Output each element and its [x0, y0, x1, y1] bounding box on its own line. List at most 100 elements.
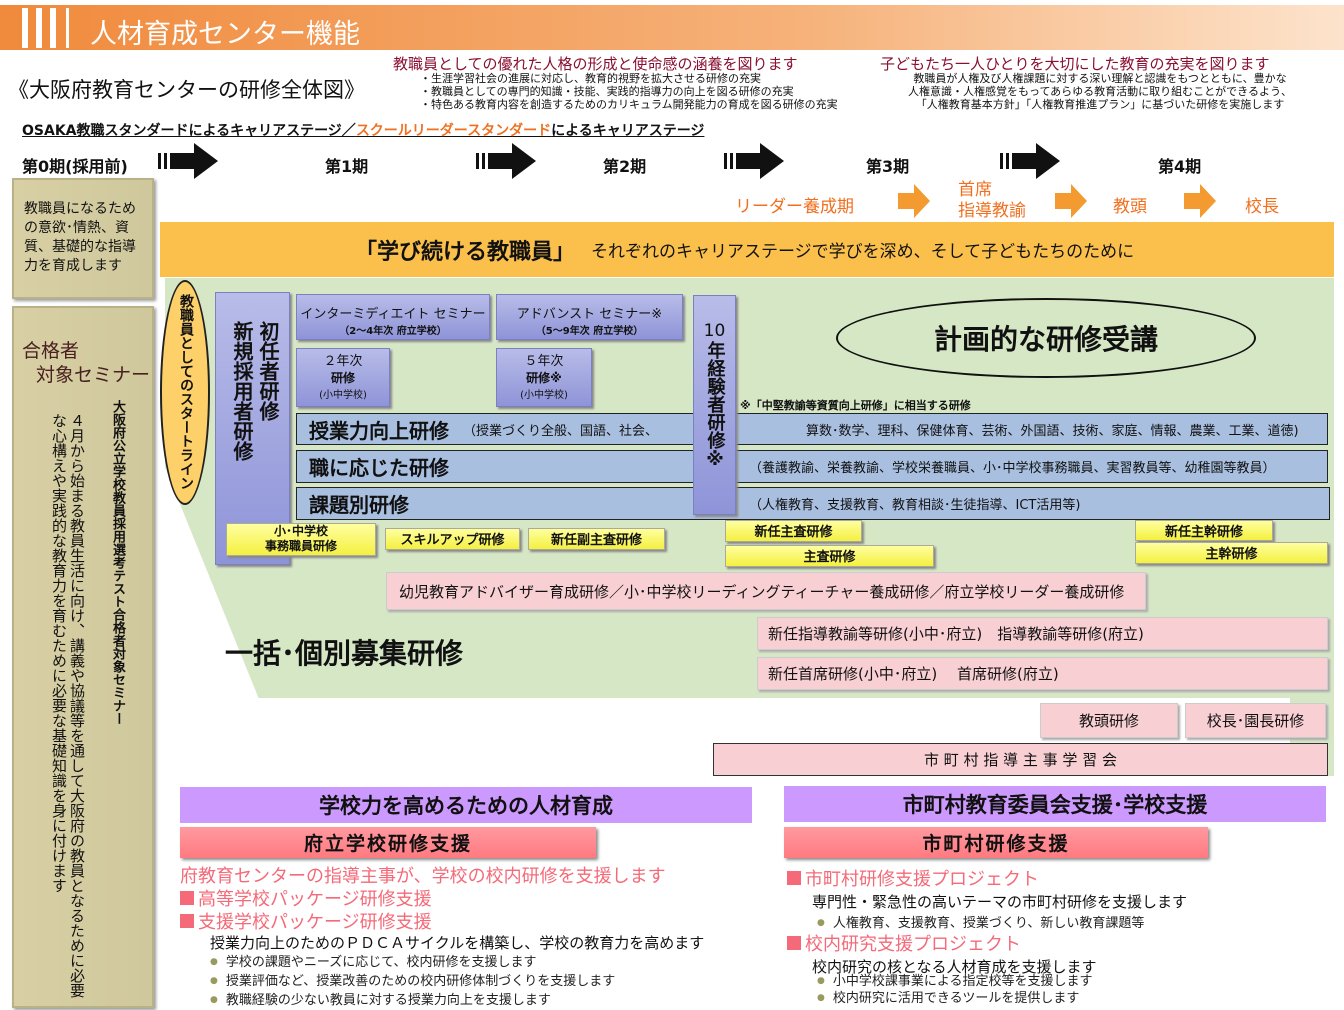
bullet-item: 校内研究に活用できるツールを提供します — [817, 990, 1092, 1007]
square-bullet-icon — [787, 936, 801, 950]
banner-sub: それぞれのキャリアステージで学びを深め、そして子どもたちのために — [591, 242, 1135, 262]
shoninsha-label: 初任者研修 — [256, 321, 280, 421]
year10-training[interactable]: 10 年経験者研修※ — [693, 295, 736, 515]
left-support-item: 支援学校パッケージ研修支援 — [180, 908, 432, 934]
right-support-desc: 校内研究の核となる人材育成を支援します — [812, 958, 1097, 976]
footnote: ※「中堅教諭等資質向上研修」に相当する研修 — [740, 399, 971, 412]
left-support-header: 学校力を高めるための人材育成 — [180, 787, 752, 823]
seminar-box: 合格者 対象セミナー 大阪府公立学校教員採用選考テスト合格者対象セミナー ４月か… — [12, 306, 154, 1008]
stage-0: 第0期(採用前) — [22, 157, 128, 176]
seminar-name: インターミディエイト セミナー — [300, 307, 486, 322]
career-stage-line: OSAKA教職スタンダードによるキャリアステージ／スクールリーダースタンダードに… — [22, 120, 704, 140]
shoninsha-training[interactable]: 初任者研修 新規採用者研修 — [215, 292, 290, 565]
item-label: 高等学校パッケージ研修支援 — [198, 889, 432, 910]
furitsu-support-button[interactable]: 府立学校研修支援 — [180, 827, 596, 858]
goal-left-title: 教職員としての優れた人格の形成と使命感の涵養を図ります — [393, 55, 798, 73]
shichoson-meeting[interactable]: 市 町 村 指 導 主 事 学 習 会 — [713, 743, 1328, 776]
label: (小中学校) — [319, 390, 367, 401]
fukushusa-training[interactable]: 新任副主査研修 — [528, 528, 665, 550]
shuseki-training[interactable]: 新任首席研修(小中･府立) 首席研修(府立) — [757, 657, 1328, 690]
header-stripe — [36, 8, 42, 48]
label: 研修※ — [526, 371, 562, 385]
header-stripe — [66, 8, 69, 48]
right-support-header: 市町村教育委員会支援･学校支援 — [784, 786, 1326, 822]
item-label: 校内研究支援プロジェクト — [805, 934, 1021, 955]
advanced-seminar[interactable]: アドバンスト セミナー※ （5～9年次 府立学校） — [496, 294, 683, 340]
shinnin-shukan-training[interactable]: 新任主幹研修 — [1135, 520, 1273, 541]
shinnin-shusa-training[interactable]: 新任主査研修 — [725, 520, 862, 542]
goal-right-line: 教職員が人権及び人権課題に対する深い理解と認識をもつとともに、豊かな — [913, 72, 1287, 85]
row-detail: （養護教諭、栄養教諭、学校栄養職員、小･中学校事務職員、実習教員等、幼稚園等教員… — [749, 461, 1276, 476]
leader-stage: リーダー養成期 — [735, 197, 854, 217]
page-title: 人材育成センター機能 — [90, 19, 360, 50]
row-detail: （人権教育、支援教育、教育相談･生徒指導、ICT活用等) — [749, 498, 1081, 513]
stage-3: 第3期 — [866, 157, 910, 176]
row-detail: 算数･数学、理科、保健体育、芸術、外国語、技術、家庭、情報、農業、工業、道徳) — [806, 423, 1299, 439]
bullet-item: 人権教育、支援教育、授業づくり、新しい教育課題等 — [817, 912, 1144, 931]
row-jugyoryoku[interactable]: 授業力向上研修 （授業づくり全般、国語、社会、 算数･数学、理科、保健体育、芸術… — [296, 413, 1328, 445]
row-title: 課題別研修 — [309, 493, 409, 517]
row-title: 職に応じた研修 — [309, 456, 449, 480]
right-support-item: 校内研究支援プロジェクト — [787, 930, 1021, 956]
intermediate-seminar[interactable]: インターミディエイト セミナー （2～4年次 府立学校） — [296, 294, 490, 340]
square-bullet-icon — [180, 914, 194, 928]
stage-2: 第2期 — [603, 157, 647, 176]
shichoson-support-button[interactable]: 市町村研修支援 — [784, 827, 1208, 858]
stage-arrow-icon — [476, 143, 536, 179]
left-support-item: 高等学校パッケージ研修支援 — [180, 885, 432, 911]
seminar-title: 対象セミナー — [36, 364, 151, 386]
page-subtitle: 《大阪府教育センターの研修全体図》 — [8, 78, 365, 102]
stage-arrow-icon — [724, 143, 784, 179]
start-line-oval: 教職員としてのスタートライン — [160, 280, 210, 505]
shido-kyoyu-training[interactable]: 新任指導教諭等研修(小中･府立) 指導教諭等研修(府立) — [757, 617, 1328, 650]
start-line-text: 教職員としてのスタートライン — [178, 294, 194, 490]
label: 年経験者研修※ — [704, 341, 726, 470]
career-part: OSAKA教職スタンダードによるキャリアステージ／ — [22, 123, 356, 139]
header-stripe — [22, 8, 28, 48]
kyoto-training[interactable]: 教頭研修 — [1040, 703, 1178, 738]
square-bullet-icon — [787, 871, 801, 885]
goal-left-item: ・生涯学習社会の進展に対応し、教育的視野を拡大させる研修の充実 — [420, 72, 761, 85]
item-label: 支援学校パッケージ研修支援 — [198, 912, 432, 933]
goal-right-line: 「人権教育基本方針」「人権教育推進プラン」に基づいた研修を実施します — [915, 98, 1285, 111]
leader-training[interactable]: 幼児教育アドバイザー育成研修／小･中学校リーディングティーチャー養成研修／府立学… — [386, 572, 1146, 610]
pre-hire-box: 教職員になるための意欲･情熱、資質、基礎的な指導力を育成します — [12, 178, 154, 299]
stage-arrow-icon — [1000, 143, 1060, 179]
stage-1: 第1期 — [325, 157, 369, 176]
row-kadaibetsu[interactable]: 課題別研修 （人権教育、支援教育、教育相談･生徒指導、ICT活用等) — [296, 487, 1330, 520]
left-support-lead: 府教育センターの指導主事が、学校の校内研修を支援します — [180, 866, 666, 887]
seminar-sub: （2～4年次 府立学校） — [339, 326, 447, 337]
kocho-training[interactable]: 校長･園長研修 — [1185, 703, 1326, 738]
label: ５年次 — [524, 354, 564, 369]
career-part: によるキャリアステージ — [551, 123, 705, 139]
shusa-training[interactable]: 主査研修 — [725, 545, 934, 567]
year5-training[interactable]: ５年次 研修※ (小中学校) — [496, 348, 592, 407]
stage-4: 第4期 — [1158, 157, 1202, 176]
goal-right-title: 子どもたち一人ひとりを大切にした教育の充実を図ります — [880, 55, 1270, 73]
leader-stage: 教頭 — [1113, 197, 1147, 217]
jimu-training[interactable]: 小･中学校 事務職員研修 — [226, 523, 376, 556]
seminar-description: ４月から始まる教員生活に向け、講義や協議等を通して大阪府の教員となるために必要な… — [50, 413, 86, 998]
goal-right-line: 人権意識・人権感覚をもってあらゆる教育活動に取り組むことができるよう、 — [908, 85, 1292, 98]
goal-left-item: ・教職員としての専門的知識・技能、実践的指導力の向上を図る研修の充実 — [420, 85, 794, 98]
seminar-name: アドバンスト セミナー※ — [516, 307, 663, 322]
leader-stage: 校長 — [1245, 197, 1279, 217]
header-stripe — [50, 8, 56, 48]
label: 研修 — [330, 371, 355, 385]
shukan-training[interactable]: 主幹研修 — [1135, 542, 1328, 564]
planned-training-oval: 計画的な研修受講 — [836, 298, 1256, 378]
row-shoku[interactable]: 職に応じた研修 （養護教諭、栄養教諭、学校栄養職員、小･中学校事務職員、実習教員… — [296, 450, 1328, 483]
label: (小中学校) — [520, 390, 568, 401]
skillup-training[interactable]: スキルアップ研修 — [385, 528, 520, 550]
right-support-desc: 専門性・緊急性の高いテーマの市町村研修を支援します — [812, 893, 1188, 911]
bullet-item: 学校の課題やニーズに応じて、校内研修を支援します — [210, 953, 615, 972]
seminar-title: 合格者 — [22, 340, 80, 362]
square-bullet-icon — [180, 891, 194, 905]
left-support-desc: 授業力向上のためのＰＤＣＡサイクルを構築し、学校の教育力を高めます — [210, 934, 705, 952]
year2-training[interactable]: ２年次 研修 (小中学校) — [296, 348, 390, 407]
item-label: 市町村研修支援プロジェクト — [805, 869, 1039, 890]
orange-arrow-icon — [1184, 184, 1216, 218]
shoninsha-label: 新規採用者研修 — [230, 321, 254, 461]
bullet-item: 小中学校課事業による指定校等を支援します — [817, 973, 1093, 990]
banner-main: 「学び続ける教職員」 — [355, 239, 576, 265]
